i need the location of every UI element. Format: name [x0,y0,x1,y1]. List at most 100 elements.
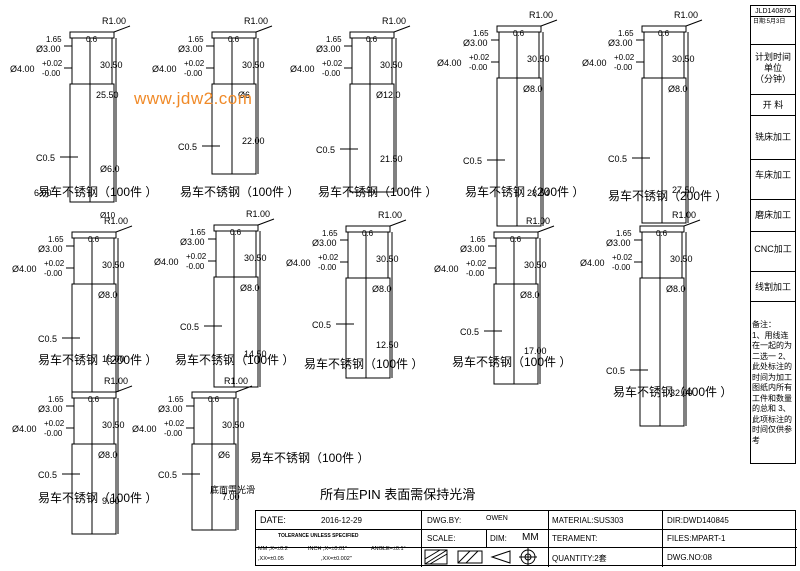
radius-dim: R1.00 [104,216,128,226]
tolerance-inch: INCH ,X=±0.01" [308,546,348,552]
length-dim: 1.65 [190,228,206,237]
radius-dim: R1.00 [244,16,268,26]
diameter-dim: Ø3.00 [38,404,63,414]
length-dim: 30.50 [242,60,265,70]
diameter-dim: Ø3.00 [158,404,183,414]
watermark: www.jdw2.com [134,89,253,108]
remark-title: 备注： [752,320,776,329]
radius-dim: R1.00 [526,216,550,226]
title-block: DATE: 2016-12-29 DWG.BY: OWEN MATERIAL:S… [255,510,797,567]
part-dim: 16.00 [102,354,125,364]
diameter-dim: Ø3.00 [316,44,341,54]
part-dim: 25.50 [96,90,119,100]
part-caption: 易车不锈钢（200件 ） [608,189,728,203]
length-dim: 0.6 [88,235,100,244]
part-caption: 易车不锈钢（100件 ） [304,357,424,371]
part-caption: 易车不锈钢（400件 ） [613,385,733,399]
tolerance-dim: -0.00 [44,269,63,278]
part-caption: 易车不锈钢（100件 ） [452,355,572,369]
length-dim: 0.6 [366,35,378,44]
length-dim: 1.65 [616,229,632,238]
remark: 备注： 1、用线连在一起的为二选一 2、此处标注的时间为加工图纸内所有工件和数量… [752,320,796,446]
tolerance-dim: +0.02 [42,59,63,68]
tolerance-dim: -0.00 [186,262,205,271]
bottom-polish-note: 底面需光滑 [210,485,256,495]
radius-dim: R1.00 [224,376,248,386]
part-caption: 易车不锈钢（200件 ） [38,353,158,367]
part-dim: Ø8.0 [668,84,688,94]
length-dim: 1.65 [326,35,342,44]
diameter-dim: Ø3.00 [606,238,631,248]
diameter-dim: Ø3.00 [36,44,61,54]
length-dim: 30.50 [102,260,125,270]
row-wire-cut: 线割加工 [751,272,795,302]
chamfer-dim: C0.5 [36,153,55,163]
length-dim: 30.50 [524,260,547,270]
part-dim: Ø8.0 [666,284,686,294]
drawing-code: JLD140876 [751,6,795,17]
diameter-dim: Ø3.00 [460,244,485,254]
dim-value: MM [522,532,539,543]
tolerance-dim: -0.00 [318,263,337,272]
length-dim: 30.50 [376,254,399,264]
tolerance-dim: -0.00 [612,263,631,272]
part-dim: Ø10 [100,211,116,220]
diameter-dim: Ø4.00 [132,424,157,434]
tolerance-dim: +0.02 [318,253,339,262]
part-dim: Ø6 [238,90,250,100]
length-dim: 30.50 [244,253,267,263]
part-dim: 28.54 [527,188,550,198]
part-caption: 易车不锈钢（100件 ） [250,451,370,465]
radius-dim: R1.00 [378,210,402,220]
diameter-dim: Ø4.00 [290,64,315,74]
length-dim: 0.6 [510,235,522,244]
diameter-dim: Ø3.00 [312,238,337,248]
part-dim: Ø6.0 [100,164,120,174]
dir: DIR:DWD140845 [667,516,729,525]
diameter-dim: Ø4.00 [286,258,311,268]
part-dim: 7.00 [222,492,240,502]
tolerance-dim: -0.00 [164,429,183,438]
tolerance-dim: -0.00 [322,69,341,78]
files: FILES:MPART-1 [667,534,726,543]
length-dim: 0.6 [208,395,220,404]
diameter-dim: Ø4.00 [437,58,462,68]
part-dim: 22.00 [242,136,265,146]
length-dim: 30.50 [380,60,403,70]
length-dim: 30.50 [102,420,125,430]
length-dim: 1.65 [168,395,184,404]
radius-dim: R1.00 [102,16,126,26]
diameter-dim: Ø4.00 [582,58,607,68]
chamfer-dim: C0.5 [606,366,625,376]
part-caption: 易车不锈钢（100件 ） [180,185,300,199]
tolerance-dim: +0.02 [612,253,633,262]
diameter-dim: Ø3.00 [180,237,205,247]
tolerance-dim: +0.02 [614,53,635,62]
chamfer-dim: C0.5 [38,334,57,344]
length-dim: 1.65 [48,395,64,404]
length-dim: 30.50 [670,254,693,264]
tolerance-dim: -0.00 [184,69,203,78]
chamfer-dim: C0.5 [312,320,331,330]
length-dim: 30.50 [527,54,550,64]
projection-symbols [424,548,537,566]
tolerance-dim: +0.02 [466,259,487,268]
tolerance-mm: MM ,X=±0.2 [258,546,288,552]
length-dim: 1.65 [473,29,489,38]
row-turning: 车床加工 [751,160,795,200]
tolerance-dim: +0.02 [469,53,490,62]
radius-dim: R1.00 [246,209,270,219]
material: MATERIAL:SUS303 [552,516,624,525]
part-caption: 易车不锈钢（100件 ） [318,185,438,199]
tolerance-title: TOLERANCE UNLESS SPECIFIED [278,533,359,539]
diameter-dim: Ø4.00 [580,258,605,268]
row-material-cut: 开 料 [751,95,795,116]
